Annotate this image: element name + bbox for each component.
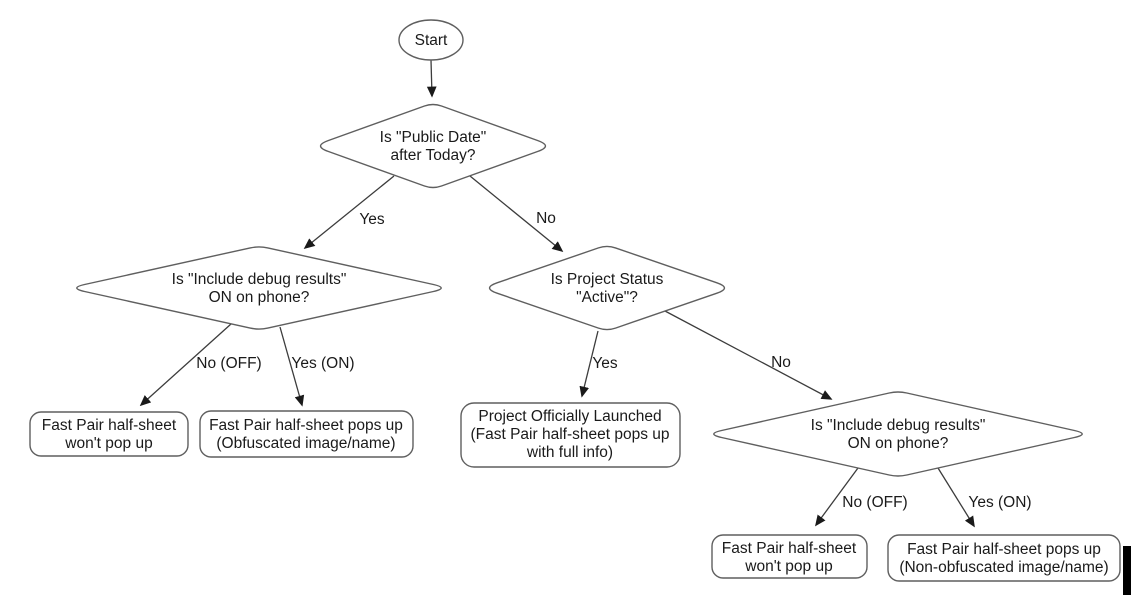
edge-project-status-yes xyxy=(579,330,599,398)
left-on-line1: Fast Pair half-sheet pops up xyxy=(209,417,403,434)
node-debug-left-decision: Is "Include debug results" ON on phone? xyxy=(76,246,442,330)
node-left-on-result: Fast Pair half-sheet pops up (Obfuscated… xyxy=(199,410,414,458)
edge-label-d2-yes-on: Yes (ON) xyxy=(291,355,354,372)
node-project-status-decision: Is Project Status "Active"? xyxy=(488,245,726,331)
cursor-artifact xyxy=(1123,546,1131,595)
launched-line2: (Fast Pair half-sheet pops up xyxy=(470,426,669,443)
node-debug-right-decision: Is "Include debug results" ON on phone? xyxy=(713,391,1083,477)
right-on-box-shape xyxy=(887,534,1121,582)
debug-right-diamond-shape xyxy=(713,391,1083,477)
node-start: Start xyxy=(398,19,464,61)
edge-project-status-no xyxy=(664,310,833,400)
launched-box-shape xyxy=(460,402,681,468)
edge-debug-right-no-off xyxy=(815,467,859,527)
debug-left-diamond-shape xyxy=(76,246,442,330)
edge-label-d4-yes-on: Yes (ON) xyxy=(968,494,1031,511)
left-off-line2: won't pop up xyxy=(64,435,152,452)
node-launched-result: Project Officially Launched (Fast Pair h… xyxy=(460,402,681,468)
project-status-line2: "Active"? xyxy=(576,289,638,306)
right-off-line1: Fast Pair half-sheet xyxy=(722,540,857,557)
launched-line1: Project Officially Launched xyxy=(478,408,661,425)
node-public-date-decision: Is "Public Date" after Today? xyxy=(319,103,547,189)
debug-right-line1: Is "Include debug results" xyxy=(811,417,986,434)
edge-label-d2-no-off: No (OFF) xyxy=(196,355,261,372)
project-status-line1: Is Project Status xyxy=(551,271,664,288)
edge-label-d3-no: No xyxy=(771,354,791,371)
node-left-off-result: Fast Pair half-sheet won't pop up xyxy=(29,411,189,457)
left-on-box-shape xyxy=(199,410,414,458)
right-on-line2: (Non-obfuscated image/name) xyxy=(899,559,1108,576)
debug-left-line2: ON on phone? xyxy=(209,289,310,306)
left-off-line1: Fast Pair half-sheet xyxy=(42,417,177,434)
start-label: Start xyxy=(415,32,448,49)
debug-left-line1: Is "Include debug results" xyxy=(172,271,347,288)
edge-public-date-yes xyxy=(303,175,395,250)
start-oval-shape xyxy=(398,19,464,61)
edge-public-date-no xyxy=(469,175,564,253)
public-date-diamond-shape xyxy=(319,103,547,189)
debug-right-line2: ON on phone? xyxy=(848,435,949,452)
edge-label-d4-no-off: No (OFF) xyxy=(842,494,907,511)
edge-debug-left-no-off xyxy=(139,323,232,407)
node-right-on-result: Fast Pair half-sheet pops up (Non-obfusc… xyxy=(887,534,1121,582)
edge-label-d1-no: No xyxy=(536,210,556,227)
node-right-off-result: Fast Pair half-sheet won't pop up xyxy=(711,534,868,579)
right-off-line2: won't pop up xyxy=(744,558,832,575)
edge-label-d3-yes: Yes xyxy=(592,355,618,372)
public-date-line1: Is "Public Date" xyxy=(380,129,487,146)
right-on-line1: Fast Pair half-sheet pops up xyxy=(907,541,1101,558)
left-on-line2: (Obfuscated image/name) xyxy=(216,435,395,452)
edges-layer xyxy=(139,59,975,528)
project-status-diamond-shape xyxy=(488,245,726,331)
launched-line3: with full info) xyxy=(526,444,613,461)
edge-start-to-public-date xyxy=(426,59,437,98)
edge-debug-left-yes-on xyxy=(279,326,305,407)
public-date-line2: after Today? xyxy=(390,147,475,164)
edge-label-d1-yes: Yes xyxy=(359,211,385,228)
edge-labels-layer: Yes No No (OFF) Yes (ON) Yes No No (OFF)… xyxy=(196,210,1031,511)
right-off-box-shape xyxy=(711,534,868,579)
edge-debug-right-yes-on xyxy=(937,467,975,528)
left-off-box-shape xyxy=(29,411,189,457)
